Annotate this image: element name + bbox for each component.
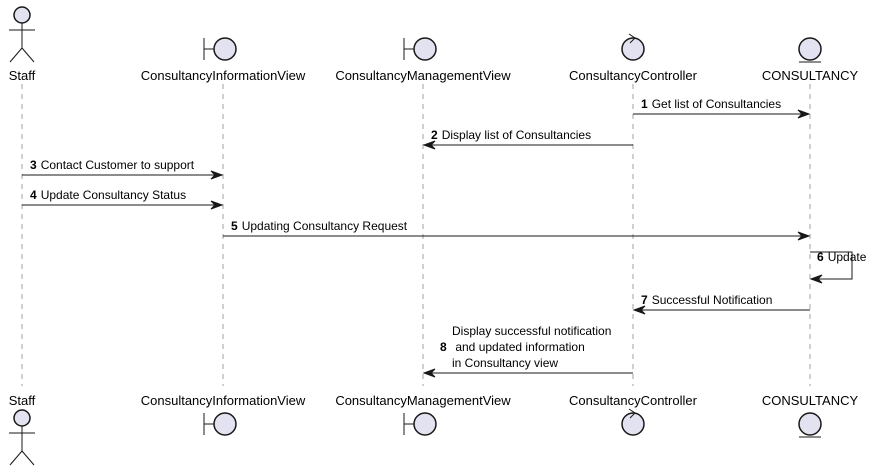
message-6: 6 Update xyxy=(809,250,867,284)
arrow-head xyxy=(797,109,811,119)
arrow-head xyxy=(422,368,436,378)
participant-label: Staff xyxy=(9,393,36,408)
message-text: Contact Customer to support xyxy=(41,158,195,172)
arrow-head xyxy=(797,231,811,241)
message-number: 2 xyxy=(431,128,438,142)
participants: StaffStaffConsultancyInformationViewCons… xyxy=(9,6,859,466)
entity-icon xyxy=(798,37,822,63)
message-5: 5 Updating Consultancy Request xyxy=(223,219,811,241)
message-text-line: and updated information xyxy=(452,340,585,354)
message-number: 3 xyxy=(30,158,37,172)
message-text-line: in Consultancy view xyxy=(452,356,558,370)
participant-top-mgmt-view: ConsultancyManagementView xyxy=(335,37,511,83)
participant-bottom-staff: Staff xyxy=(9,393,36,466)
boundary-icon xyxy=(203,412,237,436)
boundary-icon xyxy=(403,412,437,436)
arrow-head xyxy=(210,200,224,210)
message-label: 4 Update Consultancy Status xyxy=(30,188,186,202)
message-number: 6 xyxy=(817,250,824,264)
message-line xyxy=(810,251,853,280)
entity-icon xyxy=(798,412,822,438)
participant-bottom-controller: ConsultancyController xyxy=(569,393,698,436)
message-text: Update Consultancy Status xyxy=(41,188,186,202)
participant-bottom-info-view: ConsultancyInformationView xyxy=(141,393,306,436)
arrow-head xyxy=(210,170,224,180)
message-4: 4 Update Consultancy Status xyxy=(22,188,224,210)
participant-label: CONSULTANCY xyxy=(762,393,859,408)
participant-top-consultancy: CONSULTANCY xyxy=(762,37,859,83)
message-number: 4 xyxy=(30,188,37,202)
participant-label: CONSULTANCY xyxy=(762,68,859,83)
message-text: Update xyxy=(828,250,867,264)
message-label: 2 Display list of Consultancies xyxy=(431,128,591,142)
participant-label: Staff xyxy=(9,68,36,83)
message-text-line: Display successful notification xyxy=(452,324,611,338)
participant-label: ConsultancyInformationView xyxy=(141,393,306,408)
actor-icon xyxy=(9,6,35,63)
arrow-head xyxy=(632,305,646,315)
message-7: 7 Successful Notification xyxy=(632,293,810,315)
message-1: 1 Get list of Consultancies xyxy=(633,97,811,119)
message-number: 1 xyxy=(641,97,648,111)
message-3: 3 Contact Customer to support xyxy=(22,158,224,180)
message-label: 1 Get list of Consultancies xyxy=(641,97,781,111)
participant-top-controller: ConsultancyController xyxy=(569,33,698,83)
message-label: 3 Contact Customer to support xyxy=(30,158,195,172)
control-icon xyxy=(621,408,645,436)
messages: 1 Get list of Consultancies 2 Display list … xyxy=(22,97,867,378)
arrow-head xyxy=(422,140,436,150)
boundary-icon xyxy=(203,37,237,61)
participant-label: ConsultancyController xyxy=(569,393,698,408)
participant-label: ConsultancyManagementView xyxy=(335,393,511,408)
participant-label: ConsultancyInformationView xyxy=(141,68,306,83)
arrow-head xyxy=(809,274,823,284)
message-label: 6 Update xyxy=(817,250,867,264)
message-text: Updating Consultancy Request xyxy=(242,219,408,233)
message-8: 8 Display successful notification and upd… xyxy=(422,324,633,378)
participant-top-info-view: ConsultancyInformationView xyxy=(141,37,306,83)
control-icon xyxy=(621,33,645,61)
message-text: Display list of Consultancies xyxy=(442,128,591,142)
actor-icon xyxy=(9,409,35,466)
participant-top-staff: Staff xyxy=(9,6,36,83)
boundary-icon xyxy=(403,37,437,61)
message-number: 7 xyxy=(641,293,648,307)
message-label: 7 Successful Notification xyxy=(641,293,772,307)
lifelines xyxy=(21,84,811,386)
participant-label: ConsultancyController xyxy=(569,68,698,83)
message-number: 5 xyxy=(231,219,238,233)
message-label: 5 Updating Consultancy Request xyxy=(231,219,408,233)
participant-label: ConsultancyManagementView xyxy=(335,68,511,83)
participant-bottom-consultancy: CONSULTANCY xyxy=(762,393,859,438)
message-text: Get list of Consultancies xyxy=(652,97,781,111)
message-2: 2 Display list of Consultancies xyxy=(422,128,633,150)
message-number: 8 xyxy=(440,340,447,354)
participant-bottom-mgmt-view: ConsultancyManagementView xyxy=(335,393,511,436)
message-text: Successful Notification xyxy=(652,293,773,307)
